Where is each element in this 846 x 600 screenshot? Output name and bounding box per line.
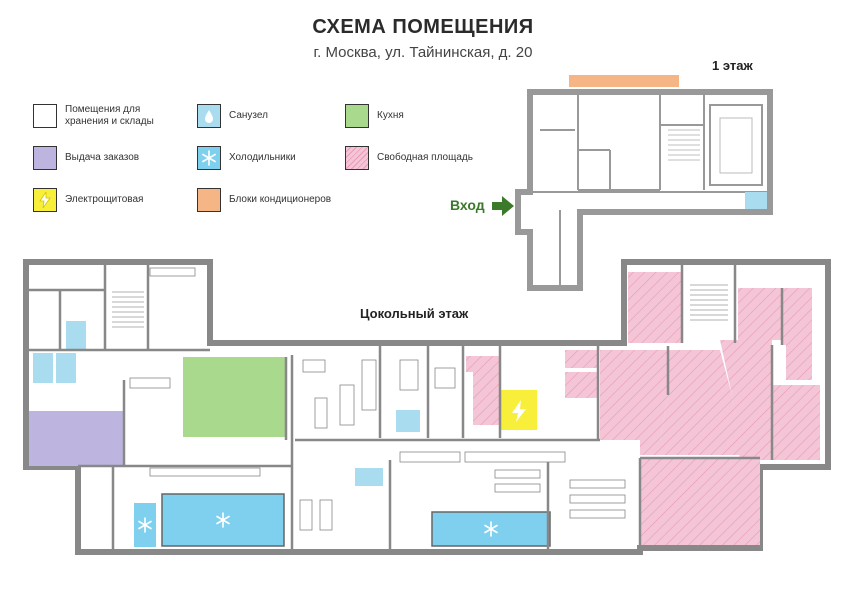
first-floor-bathroom — [745, 192, 767, 209]
legend-swatch-storage — [33, 104, 57, 128]
legend-swatch-ac — [197, 188, 221, 212]
first-floor-plan — [492, 75, 773, 291]
legend-label-kitchen: Кухня — [377, 110, 404, 121]
legend-item-kitchen: Кухня — [345, 104, 404, 128]
kitchen-area — [183, 357, 286, 437]
equipment — [129, 267, 626, 531]
lightning-icon — [39, 192, 51, 208]
basement-plan — [23, 259, 831, 555]
bathroom — [355, 468, 383, 486]
legend-item-fridge: Холодильники — [197, 146, 296, 170]
legend-item-electric: Электрощитовая — [33, 188, 143, 212]
ac-unit — [569, 75, 679, 87]
legend-item-storage: Помещения для хранения и склады — [33, 104, 185, 128]
legend-label-free: Свободная площадь — [377, 152, 473, 163]
inner-walls — [29, 265, 784, 552]
legend-swatch-orders — [33, 146, 57, 170]
legend-label-ac: Блоки кондиционеров — [229, 194, 332, 205]
bathroom — [66, 321, 86, 351]
legend-swatch-electric — [33, 188, 57, 212]
free-area — [466, 272, 820, 545]
legend-swatch-kitchen — [345, 104, 369, 128]
bathroom — [33, 353, 53, 383]
legend-item-free: Свободная площадь — [345, 146, 473, 170]
legend-item-ac: Блоки кондиционеров — [197, 188, 331, 212]
entrance-arrow-icon — [492, 196, 514, 216]
legend-label-bathroom: Санузел — [229, 110, 268, 121]
basement-label: Цокольный этаж — [360, 306, 469, 321]
first-floor-label: 1 этаж — [712, 58, 753, 73]
lightning-icon — [512, 400, 526, 422]
legend-item-orders: Выдача заказов — [33, 146, 139, 170]
legend-label-fridge: Холодильники — [229, 152, 296, 163]
legend-item-bathroom: Санузел — [197, 104, 268, 128]
address: г. Москва, ул. Тайнинская, д. 20 — [313, 44, 533, 61]
legend-label-storage: Помещения для хранения и склады — [65, 104, 154, 127]
legend-swatch-bathroom — [197, 104, 221, 128]
stairs — [112, 284, 728, 328]
water-drop-icon — [205, 110, 213, 123]
snowflake-icon — [202, 150, 216, 166]
orders-area — [29, 411, 124, 466]
entrance-label: Вход — [450, 197, 485, 213]
legend-swatch-fridge — [197, 146, 221, 170]
bathroom — [56, 353, 76, 383]
bathroom — [396, 410, 420, 432]
legend-swatch-free — [345, 146, 369, 170]
legend-label-orders: Выдача заказов — [65, 152, 140, 163]
snowflake-icon — [138, 512, 498, 537]
legend-label-electric: Электрощитовая — [65, 194, 144, 205]
page-title: СХЕМА ПОМЕЩЕНИЯ — [312, 16, 534, 38]
